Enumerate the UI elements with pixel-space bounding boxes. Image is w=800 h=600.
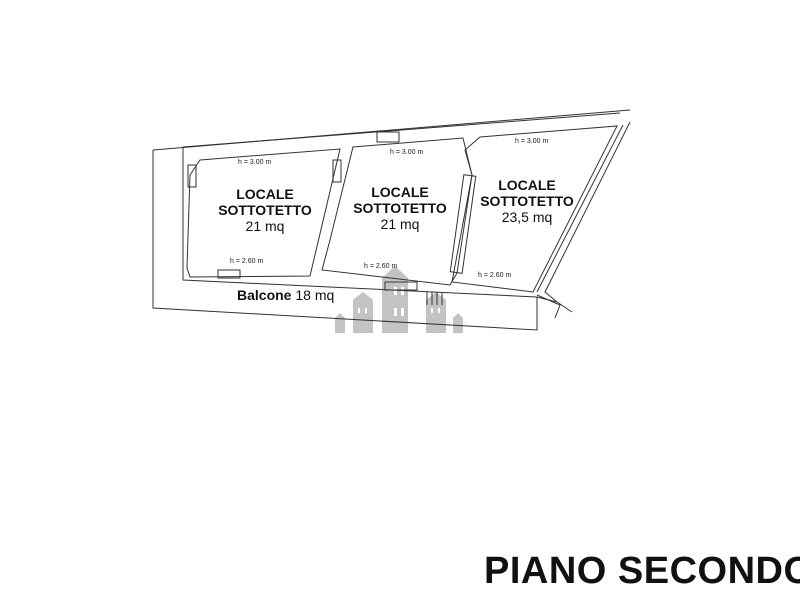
floor-title: PIANO SECONDO xyxy=(484,550,800,592)
room-3-outline xyxy=(451,125,618,293)
balcony-name: Balcone xyxy=(237,287,292,303)
room-area: 21 mq xyxy=(245,218,285,234)
room-type: SOTTOTETTO xyxy=(480,193,574,209)
room-1-height-top: h = 3.00 m xyxy=(238,159,272,166)
room-type: SOTTOTETTO xyxy=(218,202,312,218)
room-2-outline xyxy=(321,137,473,286)
room-area: 21 mq xyxy=(380,216,420,232)
room-type: SOTTOTETTO xyxy=(353,200,447,216)
room-name: LOCALE xyxy=(371,184,429,200)
room-3-height-top: h = 3.00 m xyxy=(515,138,549,145)
room-3-height-bottom: h = 2.60 m xyxy=(478,272,512,279)
room-2-height-top: h = 3.00 m xyxy=(390,149,424,156)
room-2-height-bottom: h = 2.60 m xyxy=(364,263,398,270)
room-area: 23,5 mq xyxy=(501,209,553,225)
balcony-area: 18 mq xyxy=(295,287,335,303)
room-1-outline xyxy=(186,148,341,278)
watermark-houses xyxy=(335,266,463,333)
room-1-height-bottom: h = 2.60 m xyxy=(230,258,264,265)
walls xyxy=(152,109,631,331)
room-name: LOCALE xyxy=(498,177,556,193)
balcony-label: Balcone 18 mq xyxy=(237,287,334,303)
room-name: LOCALE xyxy=(236,186,294,202)
